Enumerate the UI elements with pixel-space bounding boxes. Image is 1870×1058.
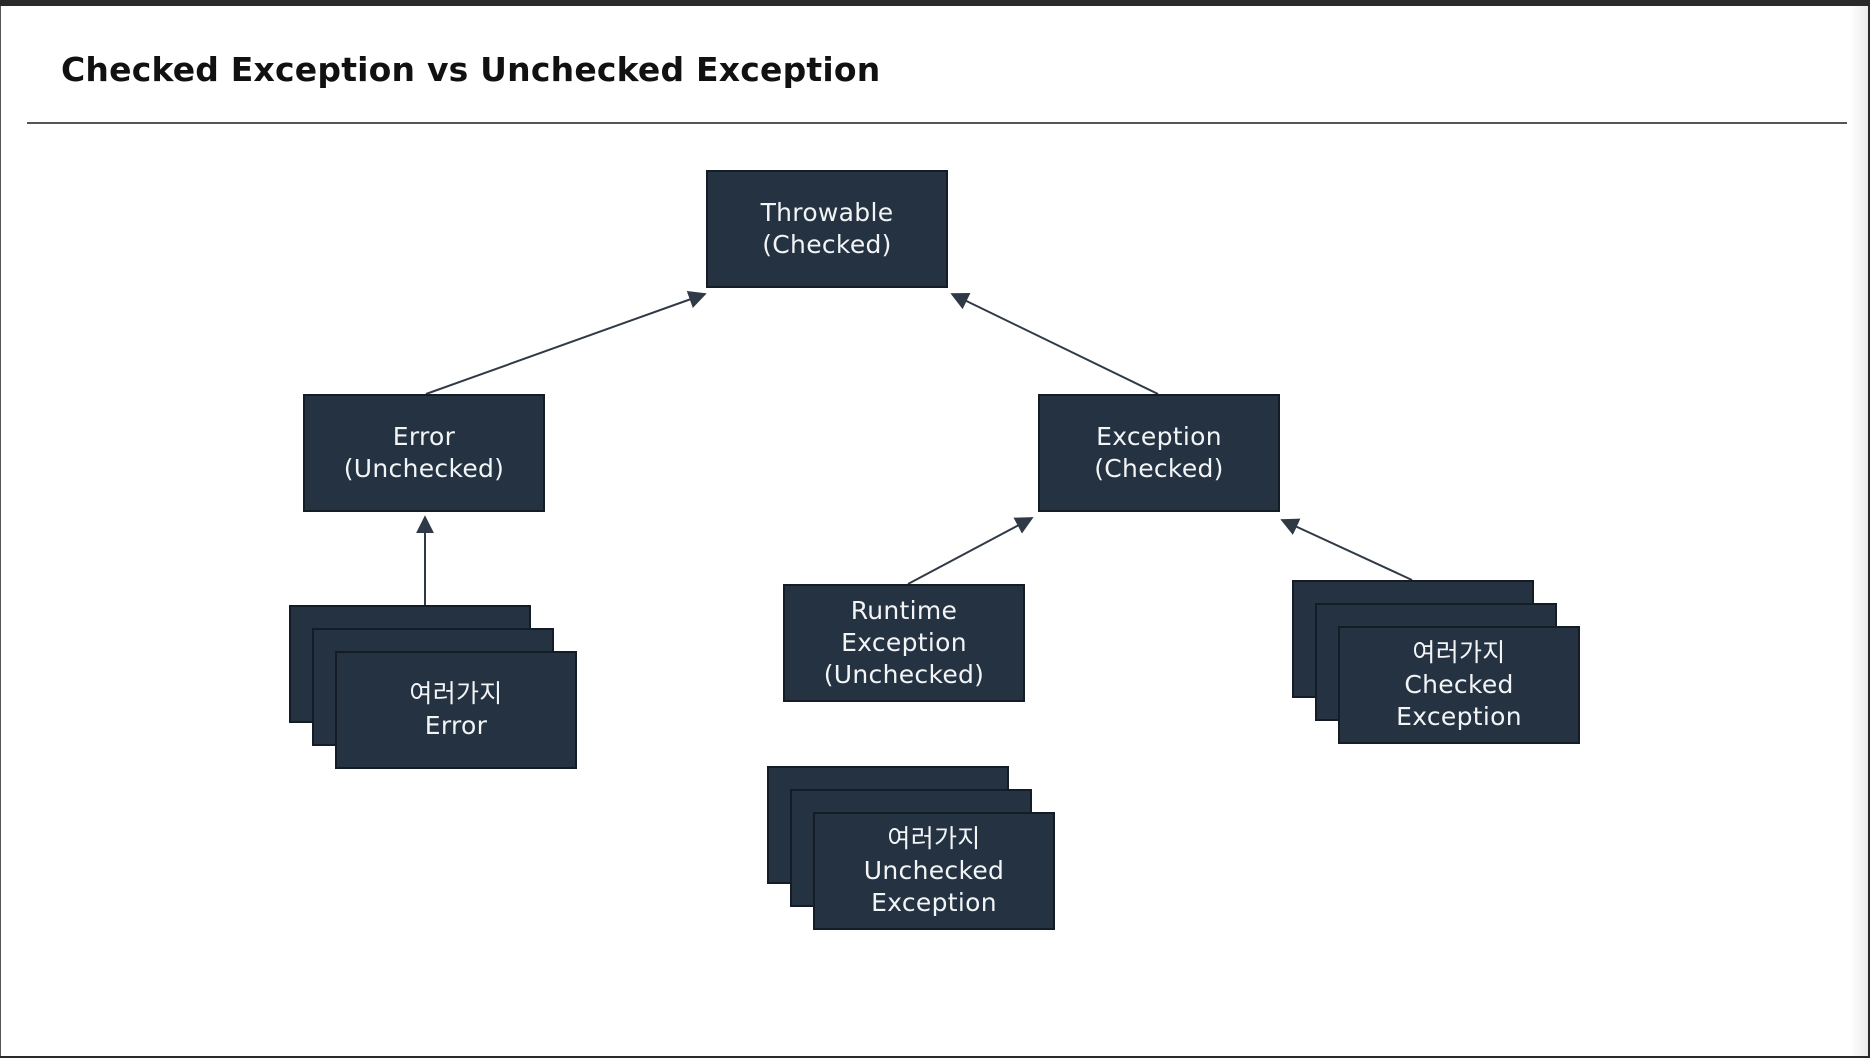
node-various-error-label: 여러가지 Error: [409, 679, 503, 740]
node-runtime-exception-label: Runtime Exception (Unchecked): [823, 596, 985, 689]
node-throwable-label: Throwable (Checked): [760, 198, 894, 259]
node-exception: Exception (Checked): [1038, 394, 1280, 512]
node-various-checked-label: 여러가지 Checked Exception: [1396, 638, 1522, 731]
title-divider: [27, 122, 1847, 124]
node-error-label: Error (Unchecked): [343, 422, 505, 483]
node-throwable: Throwable (Checked): [706, 170, 948, 288]
node-various-error: 여러가지 Error: [335, 651, 577, 769]
node-various-unchecked-exception: 여러가지 Unchecked Exception: [813, 812, 1055, 930]
page-title: Checked Exception vs Unchecked Exception: [61, 50, 881, 89]
node-error: Error (Unchecked): [303, 394, 545, 512]
edge-shadow: [1850, 6, 1868, 1056]
node-various-unchecked-label: 여러가지 Unchecked Exception: [863, 824, 1005, 917]
node-runtime-exception: Runtime Exception (Unchecked): [783, 584, 1025, 702]
node-exception-label: Exception (Checked): [1094, 422, 1224, 483]
node-various-checked-exception: 여러가지 Checked Exception: [1338, 626, 1580, 744]
